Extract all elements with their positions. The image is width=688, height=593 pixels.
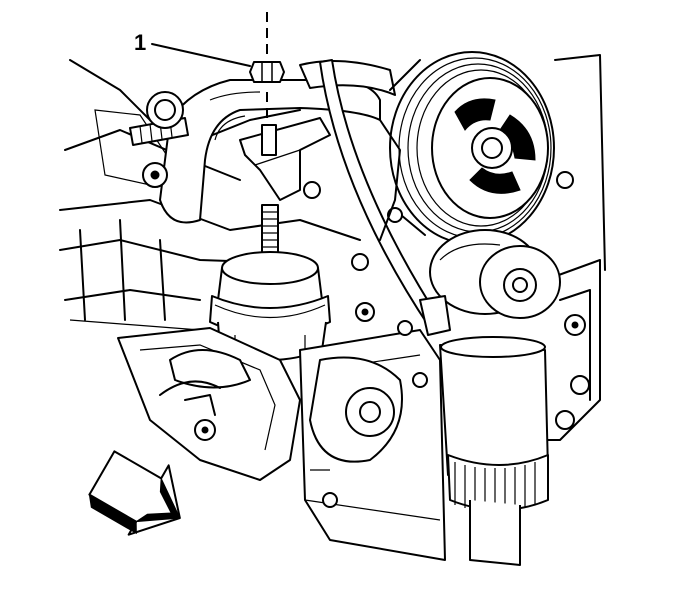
oil-filter xyxy=(439,336,549,566)
engine-block-right xyxy=(544,54,606,441)
nut xyxy=(249,61,285,83)
callout-leader-1 xyxy=(151,43,251,67)
stud-upper-left xyxy=(129,91,189,188)
nut-assembly xyxy=(249,12,285,120)
frame-bracket-lower xyxy=(117,327,301,481)
mount-bracket-upper xyxy=(239,117,331,201)
callout-number-1: 1 xyxy=(134,30,147,55)
bolts xyxy=(303,119,574,336)
front-direction-arrow-icon xyxy=(88,450,181,536)
idler-pulley xyxy=(419,229,561,336)
crankshaft-pulley xyxy=(389,51,555,245)
oil-pan xyxy=(299,329,546,561)
